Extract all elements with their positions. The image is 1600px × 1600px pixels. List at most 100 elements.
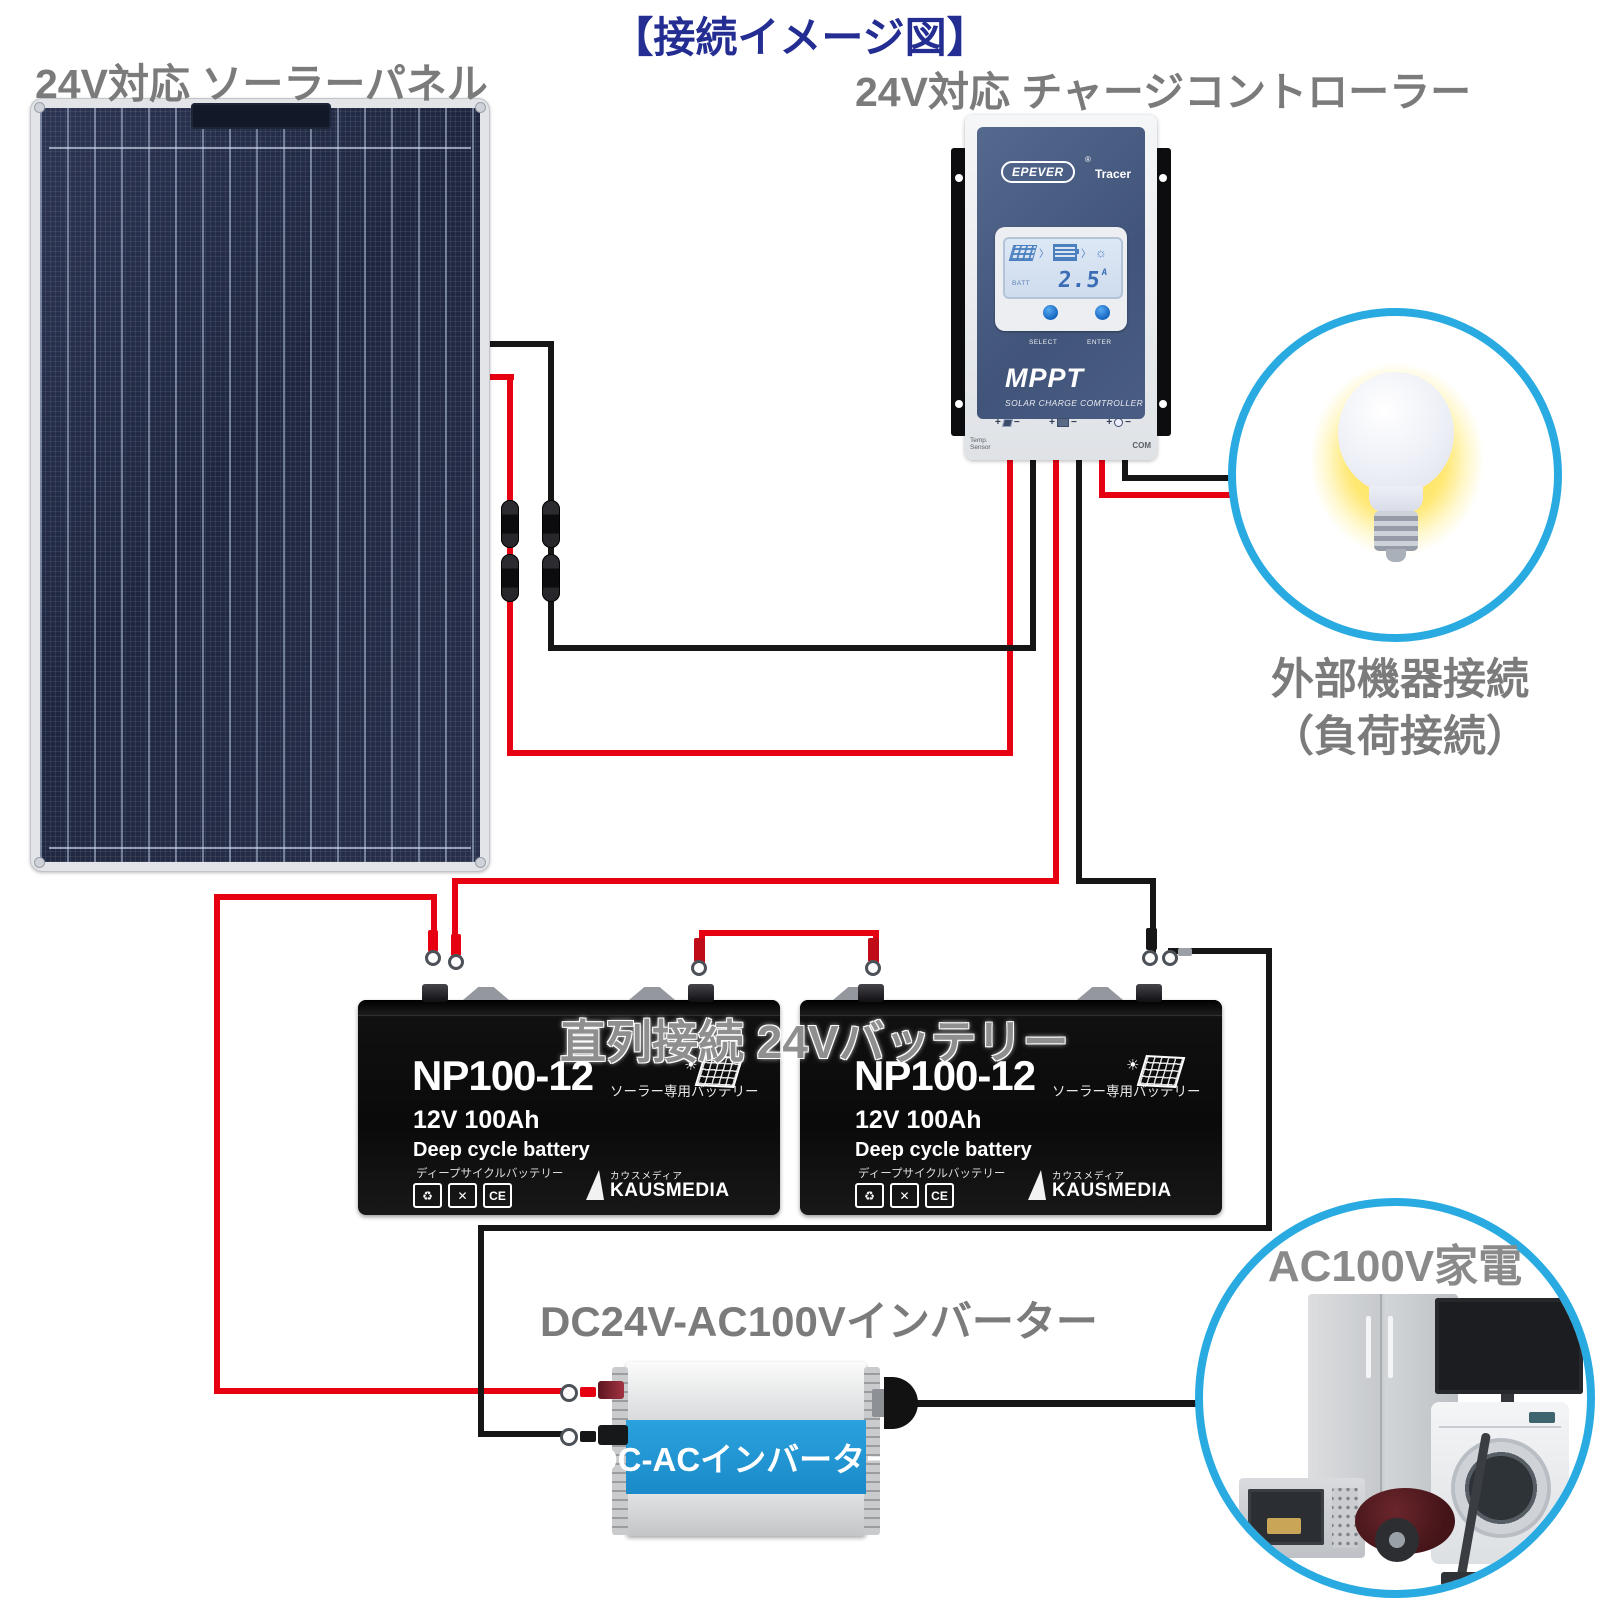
fridge-handle <box>1366 1316 1371 1378</box>
brand-en: KAUSMEDIA <box>610 1180 730 1201</box>
screen-panel: 〉 〉 ☼ BATT 2.5A <box>995 227 1127 331</box>
wire-battery-negative <box>1076 450 1082 884</box>
solar-panel-label: 24V対応 ソーラーパネル <box>35 61 488 107</box>
no-trash-icon: ✕ <box>448 1183 477 1208</box>
mounting-hole-icon <box>955 400 963 408</box>
lcd-amp-value: 2.5A <box>1057 268 1109 293</box>
panel-busbar <box>49 147 471 149</box>
mc4-connector-icon <box>542 554 560 602</box>
wire-load-negative <box>1122 450 1128 481</box>
wire-pv-negative <box>482 341 554 347</box>
charge-controller-label: 24V対応 チャージコントローラー <box>855 69 1472 115</box>
wire-ac-cable <box>890 1400 1200 1407</box>
wire-inverter-negative <box>478 1431 568 1437</box>
minus-sign: − <box>1125 417 1131 428</box>
ring-terminal-icon <box>865 960 881 976</box>
amp-number: 2.5 <box>1056 268 1102 293</box>
registered-mark: ® <box>1085 155 1091 164</box>
battery-post <box>422 984 448 1002</box>
washer-control-panel <box>1439 1410 1561 1428</box>
battery-cert-icons: ♻ ✕ CE <box>855 1183 954 1208</box>
solar-terminal-sign: +− <box>995 417 1020 428</box>
wire-inverter-negative <box>478 1225 1272 1231</box>
wire-battery-positive <box>1053 450 1059 884</box>
ring-terminal-icon <box>560 1428 578 1446</box>
mppt-title: MPPT <box>1005 363 1085 393</box>
sail-logo-icon <box>586 1170 604 1200</box>
brand-jp: カウスメディア <box>1052 1171 1125 1182</box>
battery-top <box>358 1000 780 1016</box>
washer-display <box>1529 1412 1555 1423</box>
load-terminal-sign: +− <box>1106 417 1131 428</box>
temp-line2: Sensor <box>970 444 991 451</box>
crimp-sleeve <box>1146 928 1157 950</box>
battery-2: NP100-12 ソーラー専用バッテリー 12V 100Ah Deep cycl… <box>800 984 1222 1215</box>
wire-inverter-positive <box>214 1388 568 1394</box>
lcd-display: 〉 〉 ☼ BATT 2.5A <box>1003 237 1123 299</box>
brand-logo: カウスメディア KAUSMEDIA <box>586 1168 730 1200</box>
recycle-icon: ♻ <box>855 1183 884 1208</box>
mounting-bracket <box>1155 148 1171 436</box>
microwave-food <box>1267 1518 1301 1534</box>
battery-handle <box>462 987 510 1000</box>
crimp-sleeve <box>580 1387 596 1397</box>
crimp-sleeve <box>451 934 461 956</box>
page-title: 【接続イメージ図】 <box>611 14 989 61</box>
bulb-screw-base <box>1374 511 1418 551</box>
dc-positive-terminal[interactable] <box>598 1381 624 1399</box>
crimp-sleeve <box>580 1431 596 1442</box>
ac-plug-icon <box>884 1377 918 1429</box>
wire-battery-positive <box>452 878 1059 884</box>
select-label: SELECT <box>1029 339 1058 346</box>
series-connection-label: 直列接続 24Vバッテリー <box>560 1016 1069 1068</box>
panel-busbar <box>49 847 471 849</box>
mounting-hole-icon <box>1159 400 1167 408</box>
crimp-sleeve <box>868 938 879 962</box>
enter-button[interactable] <box>1095 305 1110 320</box>
minus-sign: − <box>1013 417 1020 428</box>
tv-icon <box>1435 1298 1583 1394</box>
lcd-status-icons: 〉 〉 ☼ <box>1008 244 1115 261</box>
load-label-line2: （負荷接続） <box>1271 713 1529 761</box>
mounting-bracket <box>951 148 967 436</box>
enter-label: ENTER <box>1087 339 1112 346</box>
crimp-sleeve <box>428 930 438 952</box>
lcd-batt-label: BATT <box>1012 280 1031 287</box>
battery-cert-icons: ♻ ✕ CE <box>413 1183 512 1208</box>
ring-terminal-icon <box>425 950 441 966</box>
brand-logo: カウスメディア KAUSMEDIA <box>1028 1168 1172 1200</box>
battery-icon <box>1057 418 1069 427</box>
washing-machine-icon <box>1431 1402 1569 1564</box>
screw-icon <box>34 857 45 868</box>
mc4-connector-icon <box>501 554 519 602</box>
wire-load-negative <box>1122 475 1242 481</box>
dc-negative-terminal[interactable] <box>598 1425 628 1445</box>
temp-sensor-label: Temp. Sensor <box>970 437 991 451</box>
amp-unit: A <box>1100 268 1109 278</box>
ring-terminal-icon <box>1162 950 1178 966</box>
temp-line1: Temp. <box>970 437 988 444</box>
ring-terminal-icon <box>691 960 707 976</box>
solar-battery-icon: ☀ <box>684 1054 744 1089</box>
charge-controller: EPEVER ® Tracer 〉 〉 ☼ BATT 2.5A <box>965 115 1157 460</box>
battery-1: NP100-12 ソーラー専用バッテリー 12V 100Ah Deep cycl… <box>358 984 780 1215</box>
battery-handle <box>628 987 676 1000</box>
wire-pv-negative <box>548 341 554 651</box>
microwave-control-panel <box>1332 1488 1358 1548</box>
battery-top <box>800 1000 1222 1016</box>
wire-battery-negative <box>1076 878 1156 884</box>
battery-type-en: Deep cycle battery <box>855 1139 1032 1161</box>
battery-model: NP100-12 <box>854 1052 1036 1099</box>
battery-capacity: 12V 100Ah <box>413 1106 540 1134</box>
select-button[interactable] <box>1043 305 1058 320</box>
wire-inverter-positive <box>214 894 220 1394</box>
fridge-door-split <box>1380 1294 1382 1539</box>
wire-pv-positive <box>482 374 514 380</box>
battery-subtitle-jp: ソーラー専用バッテリー <box>1052 1084 1201 1099</box>
solar-panel <box>30 98 490 872</box>
wire-inverter-positive <box>214 894 437 900</box>
battery-post <box>688 984 714 1002</box>
terminal-signs: +− +− +− <box>995 417 1131 428</box>
microwave-icon <box>1239 1478 1365 1558</box>
